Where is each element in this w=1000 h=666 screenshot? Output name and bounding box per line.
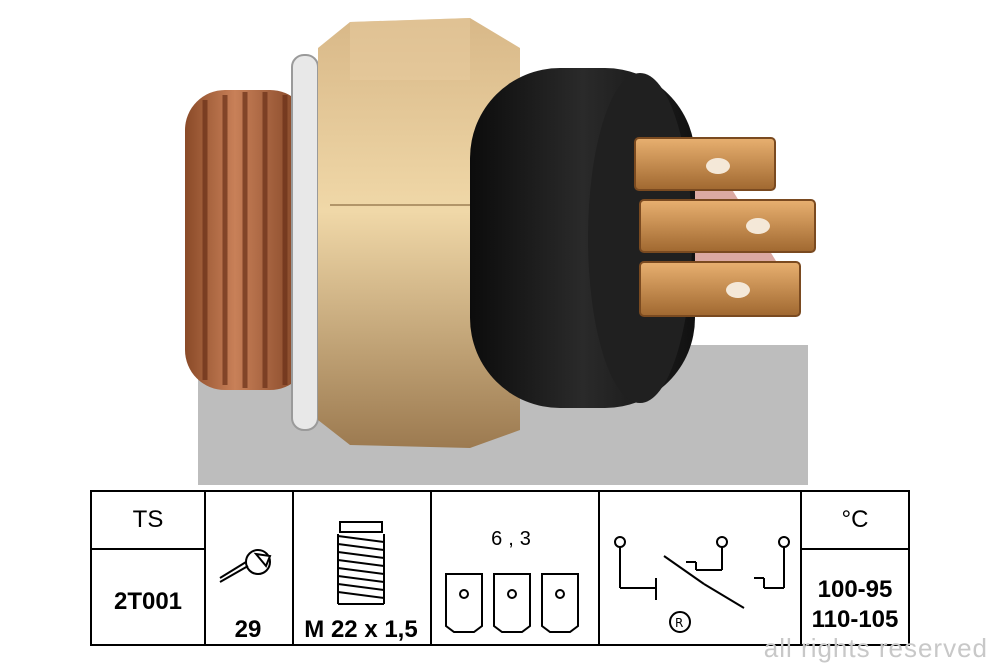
- divider: [800, 548, 910, 550]
- spade-terminals: [634, 137, 816, 317]
- divider: [430, 492, 432, 644]
- divider: [598, 492, 600, 644]
- svg-text:R: R: [675, 616, 683, 630]
- threaded-end: [185, 90, 310, 390]
- temp-unit: °C: [841, 506, 869, 533]
- type-header: TS: [132, 506, 164, 533]
- type-code: 2T001: [113, 588, 183, 615]
- wrench-icon: [219, 549, 272, 583]
- sealing-washer: [291, 54, 319, 431]
- wrench-size: 29: [234, 616, 262, 643]
- spec-table: TS 2T001 29 M 22 x 1,5 6,3: [90, 490, 910, 646]
- temp-range-2: 110-105: [811, 606, 899, 633]
- product-photo: [185, 18, 816, 485]
- divider: [292, 492, 294, 644]
- copyright-watermark: all rights reserved: [763, 633, 988, 663]
- thread-size: M 22 x 1,5: [304, 616, 418, 643]
- switch-schematic-icon: R: [614, 536, 790, 633]
- temp-range-1: 100-95: [817, 576, 893, 603]
- divider: [204, 492, 206, 644]
- brass-hex-body: [318, 18, 520, 448]
- terminal-size: 6,3: [491, 528, 537, 550]
- spade-terminals-icon: [445, 573, 579, 633]
- divider: [800, 492, 802, 644]
- divider: [92, 548, 204, 550]
- thread-bolt-icon: [337, 521, 385, 605]
